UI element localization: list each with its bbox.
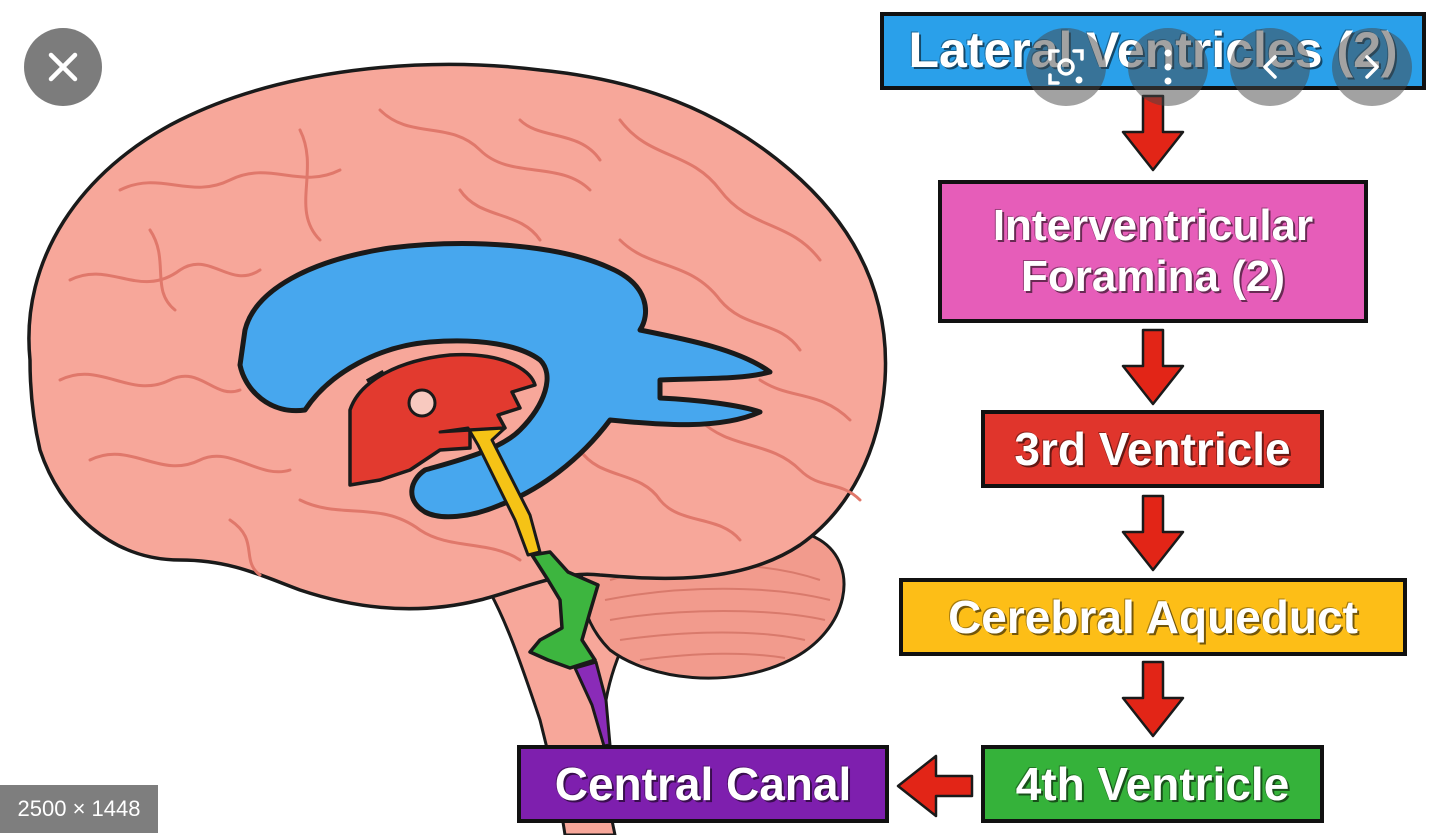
arrow-down-3 (1121, 494, 1185, 572)
flow-step-interventricular-foramina: Interventricular Foramina (2) (938, 180, 1368, 323)
previous-image-button[interactable] (1230, 28, 1310, 106)
flow-arrows (896, 94, 1185, 818)
flow-step-label-line2: Foramina (2) (1020, 251, 1286, 301)
image-dimensions-badge: 2500 × 1448 (0, 785, 158, 833)
flow-step-central-canal: Central Canal (517, 745, 889, 823)
gyri-lines (58, 108, 862, 577)
lateral-ventricle (237, 241, 773, 520)
flow-step-label: Interventricular Foramina (2) (993, 201, 1313, 302)
close-button[interactable] (24, 28, 102, 106)
more-options-button[interactable] (1128, 28, 1208, 106)
next-image-button[interactable] (1332, 28, 1412, 106)
arrow-down-1 (1121, 94, 1185, 172)
chevron-left-icon (1263, 55, 1277, 79)
lens-search-button[interactable] (1026, 28, 1106, 106)
arrow-left (896, 754, 974, 818)
flow-step-label: Central Canal (554, 757, 852, 810)
flow-step-cerebral-aqueduct: Cerebral Aqueduct (899, 578, 1407, 656)
chevron-right-icon (1365, 55, 1379, 79)
arrow-down-2 (1121, 328, 1185, 406)
more-vertical-icon (1164, 49, 1172, 85)
flow-step-label: 3rd Ventricle (1014, 422, 1291, 475)
flow-step-label: Cerebral Aqueduct (948, 590, 1358, 643)
close-icon (48, 52, 78, 82)
flow-step-third-ventricle: 3rd Ventricle (981, 410, 1324, 488)
flow-step-fourth-ventricle: 4th Ventricle (981, 745, 1324, 823)
lens-search-icon (1048, 49, 1084, 85)
arrow-down-4 (1121, 660, 1185, 738)
fourth-ventricle (528, 550, 600, 670)
interthalamic-adhesion (407, 388, 437, 418)
flow-step-label: 4th Ventricle (1015, 757, 1290, 810)
image-dimensions-text: 2500 × 1448 (17, 796, 141, 821)
flow-step-label-line1: Interventricular (992, 200, 1314, 250)
